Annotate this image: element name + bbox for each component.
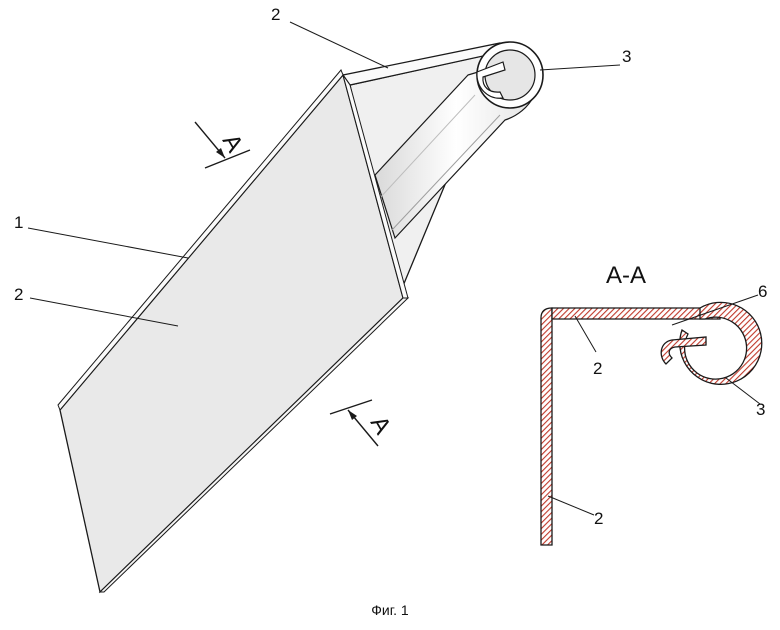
section-title: A-A [606,262,646,289]
leader-flange-top [290,22,388,68]
leader-sec-web [548,496,594,515]
label-panel-face: 2 [14,285,23,304]
leader-panel-edge [28,228,188,258]
leader-roll [540,65,620,70]
label-sec-gap: 6 [758,282,767,301]
isometric-view: A A 2 3 1 2 [14,5,631,592]
figure-caption: Фиг. 1 [371,602,409,618]
section-view: A-A 2 6 3 2 [541,262,767,545]
label-sec-web: 2 [594,509,603,528]
label-panel-edge: 1 [14,213,23,232]
leader-sec-flange [575,316,596,352]
label-sec-flange: 2 [593,359,602,378]
label-sec-roll: 3 [756,400,765,419]
label-roll: 3 [622,47,631,66]
section-line-lower [330,400,372,414]
section-web [541,308,552,545]
leader-sec-roll [726,378,760,404]
label-flange-top: 2 [271,5,280,24]
